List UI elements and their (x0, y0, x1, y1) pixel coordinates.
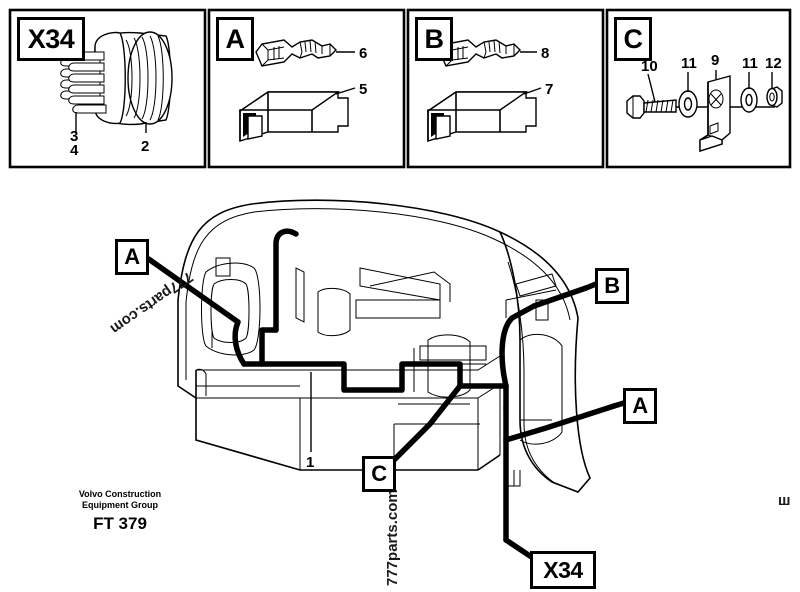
item-number-8: 8 (541, 45, 549, 62)
footer-sheet-code-text: FT 379 (93, 514, 147, 533)
dashboard-body (177, 199, 591, 493)
item-number-7: 7 (545, 81, 553, 98)
callout-a-right-label: A (632, 393, 648, 418)
panel-tag-a: A (216, 17, 254, 61)
item-number-4-text: 4 (70, 142, 79, 159)
panel-tag-x34-label: X34 (27, 23, 75, 54)
nut (766, 86, 783, 108)
item-number-11-right-text: 11 (742, 55, 758, 72)
item-number-3-text: 3 (70, 128, 79, 145)
item-number-11-right: 11 (742, 55, 758, 72)
item-number-10: 10 (641, 58, 658, 75)
callout-x34-bottom-label: X34 (543, 556, 583, 583)
item-number-7-text: 7 (545, 81, 554, 98)
footer-manufacturer-line1-text: Volvo Construction (78, 489, 162, 499)
wiring-harness (147, 228, 617, 563)
item-number-6-text: 6 (359, 45, 368, 62)
callout-a-left-label: A (124, 244, 140, 269)
callout-a-right: A (623, 388, 657, 424)
item-number-2: 2 (141, 138, 149, 155)
item-number-9: 9 (711, 52, 719, 69)
watermark-vertical: 777parts.com (384, 489, 401, 586)
panel-tag-a-label: A (225, 23, 246, 54)
item-number-11-left: 11 (681, 55, 697, 72)
item-number-5: 5 (359, 81, 367, 98)
panel-x34-artwork (60, 31, 173, 133)
item-number-2-text: 2 (141, 138, 150, 155)
item-number-10-text: 10 (641, 58, 658, 75)
item-number-12-text: 12 (765, 55, 782, 72)
item-number-8-text: 8 (541, 45, 550, 62)
panel-a-artwork (239, 39, 356, 142)
panel-tag-b: B (415, 17, 453, 61)
housing-a (239, 91, 349, 142)
callout-b-right-label: B (604, 273, 620, 298)
footer-manufacturer-line1: Volvo Construction (55, 489, 185, 499)
item-number-3: 3 (70, 128, 78, 145)
item-number-1: 1 (306, 454, 314, 471)
item-number-11-left-text: 11 (681, 55, 697, 72)
housing-b (427, 91, 537, 142)
item-number-12: 12 (765, 55, 782, 72)
panel-tag-c-label: C (623, 23, 644, 54)
callout-c-bottom: C (362, 456, 396, 492)
item-number-1-text: 1 (306, 454, 315, 471)
watermark-edge-fragment-text: ш (778, 492, 791, 509)
bolt (626, 95, 677, 119)
washer-right (740, 87, 758, 113)
panel-b-artwork (427, 39, 542, 142)
item-number-4: 4 (70, 142, 78, 159)
terminal-a (255, 39, 337, 67)
callout-c-bottom-label: C (371, 461, 387, 486)
item-number-6: 6 (359, 45, 367, 62)
panel-tag-c: C (614, 17, 652, 61)
panel-c-artwork (626, 70, 783, 152)
item-number-5-text: 5 (359, 81, 368, 98)
footer-sheet-code: FT 379 (55, 514, 185, 534)
footer-manufacturer-line2-text: Equipment Group (82, 500, 158, 510)
watermark-edge-fragment: ш (778, 492, 791, 509)
callout-b-right: B (595, 268, 629, 304)
panel-tag-x34: X34 (17, 17, 85, 61)
footer-manufacturer-line2: Equipment Group (55, 500, 185, 510)
terminal-b (439, 39, 521, 67)
callout-a-left: A (115, 239, 149, 275)
bracket (699, 75, 731, 152)
item-number-9-text: 9 (711, 52, 720, 69)
callout-x34-bottom: X34 (530, 551, 596, 589)
watermark-vertical-text: 777parts.com (384, 489, 401, 586)
connector-pins (60, 51, 107, 114)
washer-left (678, 90, 698, 118)
panel-tag-b-label: B (424, 23, 445, 54)
panel-frames (8, 8, 792, 169)
